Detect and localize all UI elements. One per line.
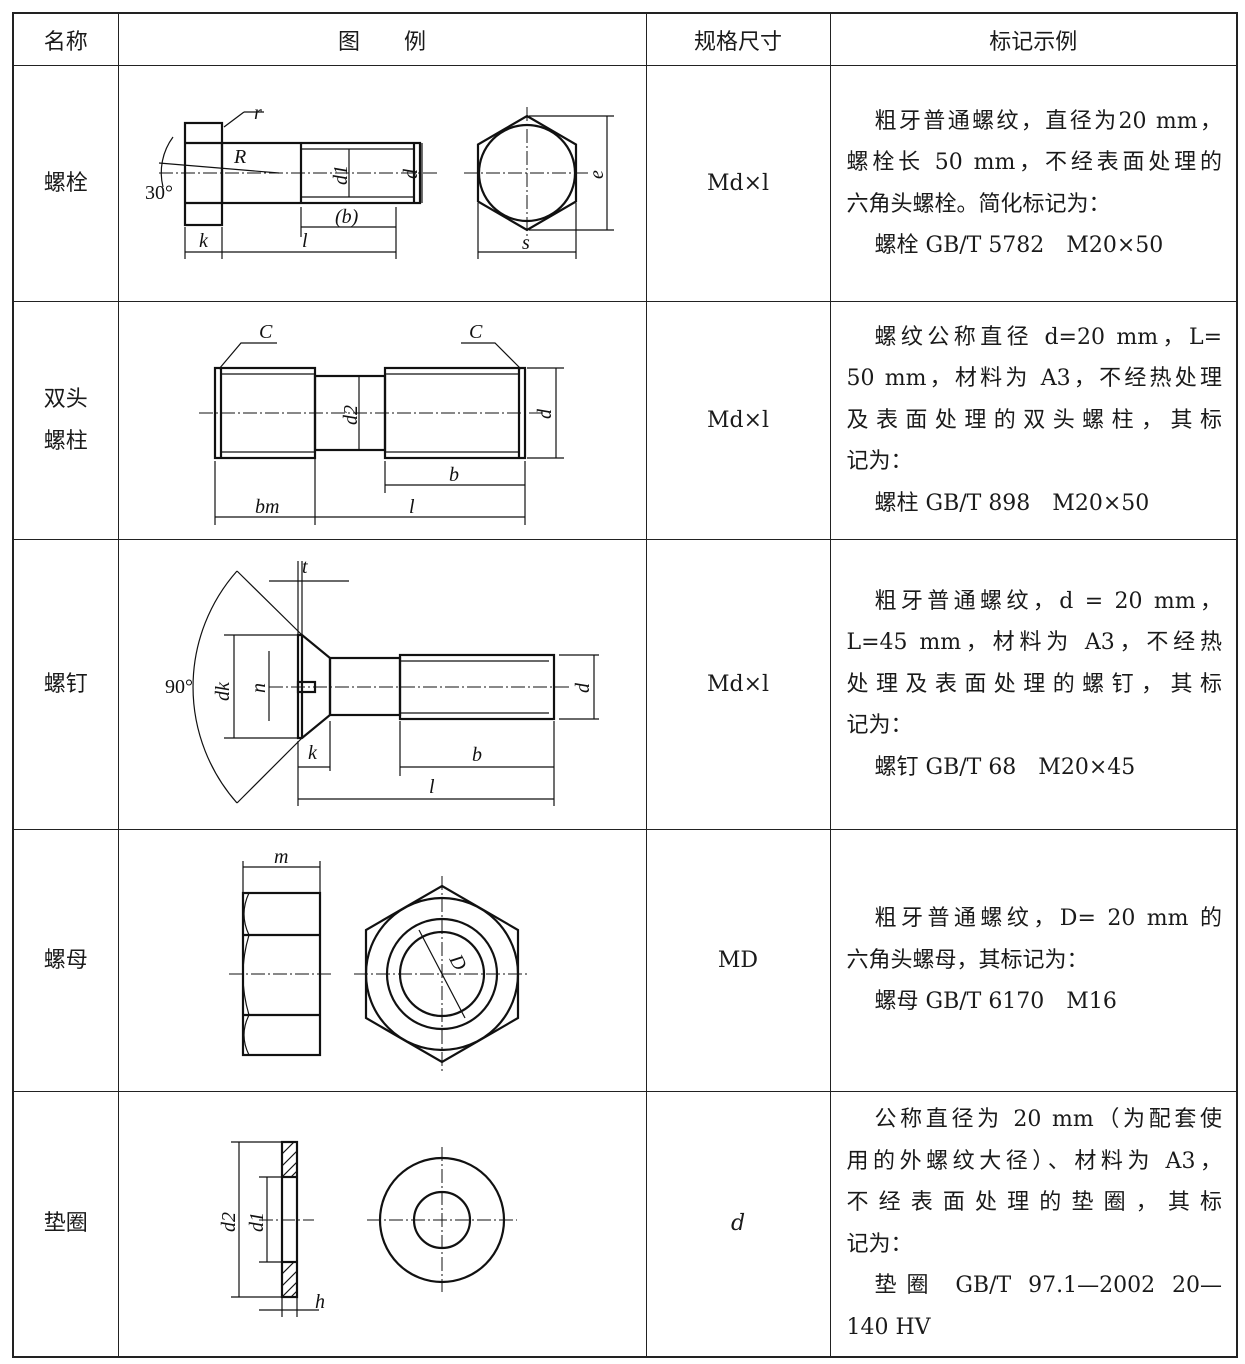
fastener-table: 名称 图 例 规格尺寸 标记示例 螺栓: [12, 12, 1238, 1358]
washer-drawing: d2 d1 h: [218, 1141, 517, 1318]
table-row-nut: 螺母 m D MD 粗牙普通螺纹，D= 20 mm 的 六角头: [12, 829, 1238, 1092]
label-m: m: [274, 846, 288, 868]
name-cell: 螺钉: [12, 539, 119, 830]
mark-line: 公称直径为 20 mm（为配套使: [874, 1107, 1223, 1133]
table-row-stud: 双头 螺柱 C C: [12, 301, 1238, 540]
bolt-drawing: r R 30° d1 d (b) k l e s: [145, 102, 614, 259]
mark-line: 螺母 GB/T 6170 M16: [874, 989, 1117, 1015]
header-mark: 标记示例: [829, 12, 1238, 66]
name-cell: 螺栓: [12, 65, 119, 302]
name-line: 双头: [43, 386, 88, 412]
header-row: 名称 图 例 规格尺寸 标记示例: [12, 12, 1238, 66]
mark-line: 粗牙普通螺纹，直径为20 mm，: [874, 108, 1223, 134]
mark-line: 螺栓长 50 mm，不经表面处理的: [846, 150, 1223, 175]
spec-cell: Md×l: [645, 65, 831, 302]
label-l: l: [429, 776, 435, 798]
name-cell: 垫圈: [12, 1091, 119, 1357]
label-bm: bm: [255, 496, 279, 518]
header-spec: 规格尺寸: [645, 12, 831, 66]
label-s: s: [522, 232, 530, 254]
mark-cell: 粗牙普通螺纹，直径为20 mm， 螺栓长 50 mm，不经表面处理的 六角头螺栓…: [829, 65, 1238, 302]
name-line: 螺柱: [43, 428, 88, 454]
table-row-screw: 螺钉: [12, 539, 1238, 830]
label-b: (b): [335, 206, 359, 228]
label-d1: d1: [330, 165, 352, 185]
name-cell: 螺母: [12, 829, 119, 1092]
mark-line: 不经表面处理的垫圈，其标: [846, 1190, 1223, 1216]
label-d1: d1: [246, 1212, 268, 1232]
label-n: n: [248, 683, 270, 693]
mark-line: 螺栓 GB/T 5782 M20×50: [874, 233, 1164, 258]
label-l: l: [409, 496, 415, 518]
table-row-washer: 垫圈 d2 d1 h: [12, 1091, 1238, 1357]
mark-cell: 公称直径为 20 mm（为配套使 用的外螺纹大径）、材料为 A3， 不经表面处理…: [829, 1091, 1238, 1357]
mark-line: 螺钉 GB/T 68 M20×45: [874, 754, 1136, 780]
mark-cell: 螺纹公称直径 d=20 mm，L= 50 mm，材料为 A3，不经热处理 及表面…: [829, 301, 1238, 540]
figure-cell: r R 30° d1 d (b) k l e s: [117, 65, 647, 302]
label-t: t: [302, 556, 308, 578]
label-d: d: [400, 168, 422, 179]
spec-cell: Md×l: [645, 301, 831, 540]
label-30deg: 30°: [145, 182, 173, 204]
label-l: l: [302, 230, 308, 252]
spec-cell: MD: [645, 829, 831, 1092]
label-R: R: [233, 146, 246, 168]
label-90deg: 90°: [165, 676, 193, 698]
label-h: h: [315, 1291, 325, 1313]
mark-line: 140 HV: [846, 1314, 931, 1340]
mark-line: 记为：: [846, 1231, 913, 1257]
screw-drawing: t 90° dk n k b l d: [165, 556, 599, 806]
mark-line: 及表面处理的双头螺柱，其标: [846, 407, 1223, 433]
figure-cell: t 90° dk n k b l d: [117, 539, 647, 830]
label-d2: d2: [218, 1212, 240, 1232]
header-figure: 图 例: [117, 12, 647, 66]
mark-line: 螺纹公称直径 d=20 mm，L=: [874, 324, 1223, 350]
label-C-left: C: [259, 321, 273, 343]
hatching: [281, 1141, 297, 1298]
label-k: k: [308, 742, 318, 764]
label-e: e: [586, 170, 608, 179]
label-d2: d2: [340, 405, 362, 425]
label-b: b: [472, 744, 482, 766]
mark-line: 粗牙普通螺纹，d = 20 mm，: [874, 588, 1223, 614]
mark-line: 六角头螺母，其标记为：: [846, 947, 1089, 973]
mark-line: 50 mm，材料为 A3，不经热处理: [846, 366, 1223, 392]
label-d: d: [572, 682, 594, 693]
header-name: 名称: [12, 12, 119, 66]
mark-cell: 粗牙普通螺纹，D= 20 mm 的 六角头螺母，其标记为： 螺母 GB/T 61…: [829, 829, 1238, 1092]
label-D: D: [444, 950, 471, 974]
label-C-right: C: [469, 321, 483, 343]
name-cell: 双头 螺柱: [12, 301, 119, 540]
mark-line: 记为：: [846, 713, 913, 739]
label-dk: dk: [212, 681, 234, 701]
figure-cell: d2 d1 h: [117, 1091, 647, 1357]
mark-line: 垫圈 GB/T 97.1—2002 20—: [874, 1273, 1223, 1299]
label-k: k: [199, 230, 209, 252]
spec-cell: Md×l: [645, 539, 831, 830]
label-d: d: [534, 408, 556, 419]
figure-cell: m D: [117, 829, 647, 1092]
table-row-bolt: 螺栓 r R 30° d: [12, 65, 1238, 302]
mark-line: L=45 mm，材料为 A3，不经热: [846, 630, 1223, 656]
mark-line: 处理及表面处理的螺钉，其标: [846, 671, 1223, 697]
mark-line: 螺柱 GB/T 898 M20×50: [874, 490, 1150, 516]
nut-drawing: m D: [228, 846, 530, 1072]
mark-cell: 粗牙普通螺纹，d = 20 mm， L=45 mm，材料为 A3，不经热 处理及…: [829, 539, 1238, 830]
label-r: r: [254, 102, 262, 124]
mark-line: 粗牙普通螺纹，D= 20 mm 的: [874, 906, 1223, 932]
stud-drawing: C C d2 d b bm l: [198, 321, 564, 525]
figure-cell: C C d2 d b bm l: [117, 301, 647, 540]
mark-line: 记为：: [846, 449, 913, 475]
mark-line: 用的外螺纹大径）、材料为 A3，: [846, 1148, 1223, 1174]
spec-value: d: [730, 1211, 746, 1237]
label-b: b: [449, 464, 459, 486]
mark-line: 六角头螺栓。简化标记为：: [846, 191, 1111, 217]
spec-cell: d: [645, 1091, 831, 1357]
